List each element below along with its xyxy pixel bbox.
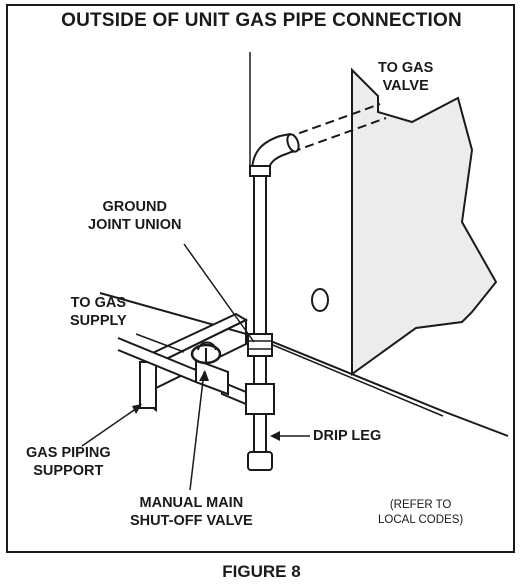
leader-ground-joint	[183, 243, 255, 343]
note-line1: (REFER TO	[389, 499, 452, 511]
label-ground-joint-union: GROUND JOINT UNION	[88, 198, 181, 234]
label-gas-piping-support: GAS PIPING SUPPORT	[26, 444, 111, 480]
note-refer-to-local-codes: (REFER TO LOCAL CODES)	[378, 498, 463, 528]
drip-leg-cap	[247, 451, 273, 471]
label-ground-joint-union-line1: GROUND	[102, 199, 167, 215]
shutoff-valve-body	[195, 358, 229, 396]
dashed-pipe-upper	[285, 103, 381, 139]
label-manual-main-line2: SHUT-OFF VALVE	[130, 513, 253, 529]
leader-support	[81, 405, 141, 447]
floor-line	[99, 292, 509, 437]
label-ground-joint-union-line2: JOINT UNION	[88, 217, 182, 233]
leader-shutoff-valve	[189, 371, 205, 491]
support-block	[139, 361, 157, 409]
unit-cabinet	[351, 67, 498, 376]
label-to-gas-valve-line1: TO GAS	[378, 60, 434, 76]
label-drip-leg: DRIP LEG	[313, 428, 382, 444]
dashed-pipe-lower	[291, 117, 387, 153]
label-manual-main-line1: MANUAL MAIN	[139, 495, 244, 511]
label-gas-piping-support-line1: GAS PIPING	[26, 445, 111, 461]
leader-to-gas-supply	[135, 333, 185, 353]
drip-leg-pipe	[253, 413, 267, 453]
label-to-gas-valve: TO GAS VALVE	[378, 59, 433, 95]
label-to-gas-supply: TO GAS SUPPLY	[70, 294, 127, 330]
vertical-pipe	[253, 175, 267, 335]
label-to-gas-supply-line1: TO GAS	[70, 295, 126, 311]
ground-joint-union	[247, 333, 273, 357]
label-manual-main-shutoff-valve: MANUAL MAIN SHUT-OFF VALVE	[130, 494, 253, 530]
knockout-hole	[311, 288, 329, 312]
figure-title: OUTSIDE OF UNIT GAS PIPE CONNECTION	[61, 10, 462, 31]
label-to-gas-valve-line2: VALVE	[382, 78, 429, 94]
label-gas-piping-support-line2: SUPPORT	[33, 463, 104, 479]
figure-caption: FIGURE 8	[222, 562, 301, 581]
pipe-tee	[245, 383, 275, 415]
label-to-gas-supply-line2: SUPPLY	[70, 313, 127, 329]
note-line2: LOCAL CODES)	[378, 514, 464, 526]
